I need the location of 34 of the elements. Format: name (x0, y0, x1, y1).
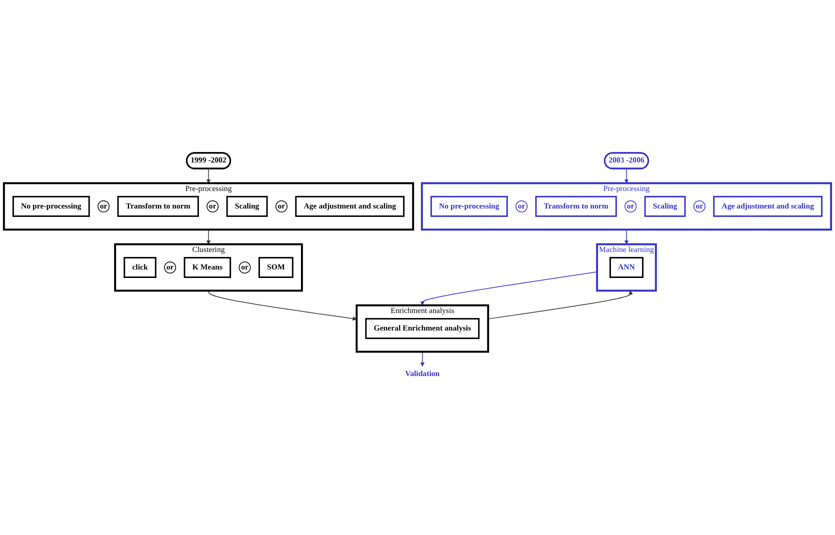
arrow (624, 168, 629, 184)
arrow (206, 168, 211, 184)
node-box (535, 196, 617, 217)
cluster (2, 182, 414, 231)
node-circle (164, 261, 176, 274)
node-circle (238, 261, 251, 274)
cluster (114, 243, 303, 292)
arrow (420, 351, 425, 367)
arrow (208, 290, 357, 321)
node-box (258, 257, 294, 278)
arrow (420, 272, 598, 306)
node-box (365, 318, 480, 340)
node-circle (624, 200, 637, 212)
node-box (295, 196, 405, 217)
node-box (226, 196, 268, 217)
node-circle (693, 200, 706, 212)
node-box (184, 257, 232, 278)
node-box (713, 196, 823, 217)
node-circle (516, 200, 528, 212)
arrow (488, 290, 633, 320)
node-box (430, 196, 508, 217)
arrow (624, 229, 629, 244)
cluster (356, 304, 490, 353)
node-box (124, 257, 156, 278)
node-circle (275, 200, 288, 212)
cluster (420, 182, 832, 231)
node-box (12, 196, 90, 217)
cluster (596, 243, 657, 292)
node-circle (206, 200, 219, 212)
arrow (206, 229, 211, 244)
node-box (117, 196, 199, 217)
node-circle (98, 200, 110, 212)
node-box (609, 257, 644, 278)
node-box (644, 196, 686, 217)
